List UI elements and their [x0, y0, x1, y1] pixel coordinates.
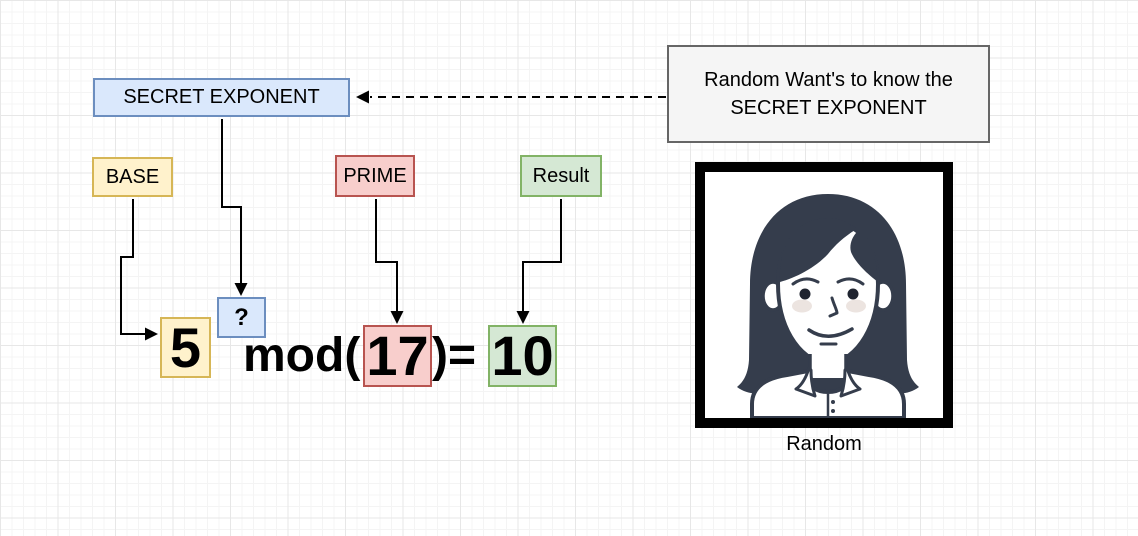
connector-prime-to-prime-value [375, 199, 404, 324]
result-value: 10 [491, 324, 554, 387]
woman-avatar-icon [737, 194, 919, 418]
connector-result-to-result-value [516, 199, 562, 324]
button-bottom [831, 409, 835, 413]
exponent-value-box: ? [217, 297, 266, 338]
eyebrow-left [791, 277, 820, 286]
note-text-line2: SECRET EXPONENT [730, 97, 927, 119]
arrowhead-down-icon [234, 283, 248, 296]
collar-left [794, 366, 817, 398]
arrowhead-right-icon [145, 327, 158, 341]
base-box: BASE [92, 157, 173, 197]
arrowhead-down-icon [390, 311, 404, 324]
result-box: Result [520, 155, 602, 197]
prime-value: 17 [366, 324, 429, 387]
result-value-box: 10 [488, 325, 557, 387]
connector-secret-exponent-to-exponent [221, 119, 248, 296]
connector-base-to-base-value [120, 199, 158, 341]
base-value: 5 [169, 315, 202, 379]
base-value-box: 5 [160, 317, 211, 378]
result-label: Result [532, 164, 590, 187]
avatar-frame [695, 162, 953, 428]
eyebrow-right [836, 277, 865, 286]
prime-value-box: 17 [363, 325, 432, 387]
mod-open-text: mod( [243, 329, 361, 382]
prime-label: PRIME [343, 164, 407, 187]
collar-right [839, 366, 862, 398]
arrowhead-down-icon [516, 311, 530, 324]
person-name-label: Random [786, 433, 862, 455]
blush-right [846, 299, 866, 313]
base-label: BASE [105, 165, 160, 188]
close-equals-text: )= [432, 329, 477, 382]
nose [828, 296, 839, 318]
exponent-value: ? [234, 303, 249, 331]
secret-exponent-label: SECRET EXPONENT [123, 86, 320, 108]
prime-box: PRIME [335, 155, 415, 197]
eye-left [799, 288, 811, 300]
blush-left [792, 299, 812, 313]
neck-fill [809, 348, 847, 378]
secret-exponent-box: SECRET EXPONENT [93, 78, 350, 117]
arrowhead-left-icon [356, 90, 369, 104]
connector-note-to-secret-exponent [356, 90, 666, 104]
mouth [807, 327, 854, 338]
fringe-right [850, 232, 878, 282]
fringe-left [779, 218, 855, 282]
eye-right [847, 288, 859, 300]
button-top [831, 400, 835, 404]
note-text-line1: Random Want's to know the [704, 69, 953, 91]
note-box: Random Want's to know the SECRET EXPONEN… [667, 45, 990, 143]
